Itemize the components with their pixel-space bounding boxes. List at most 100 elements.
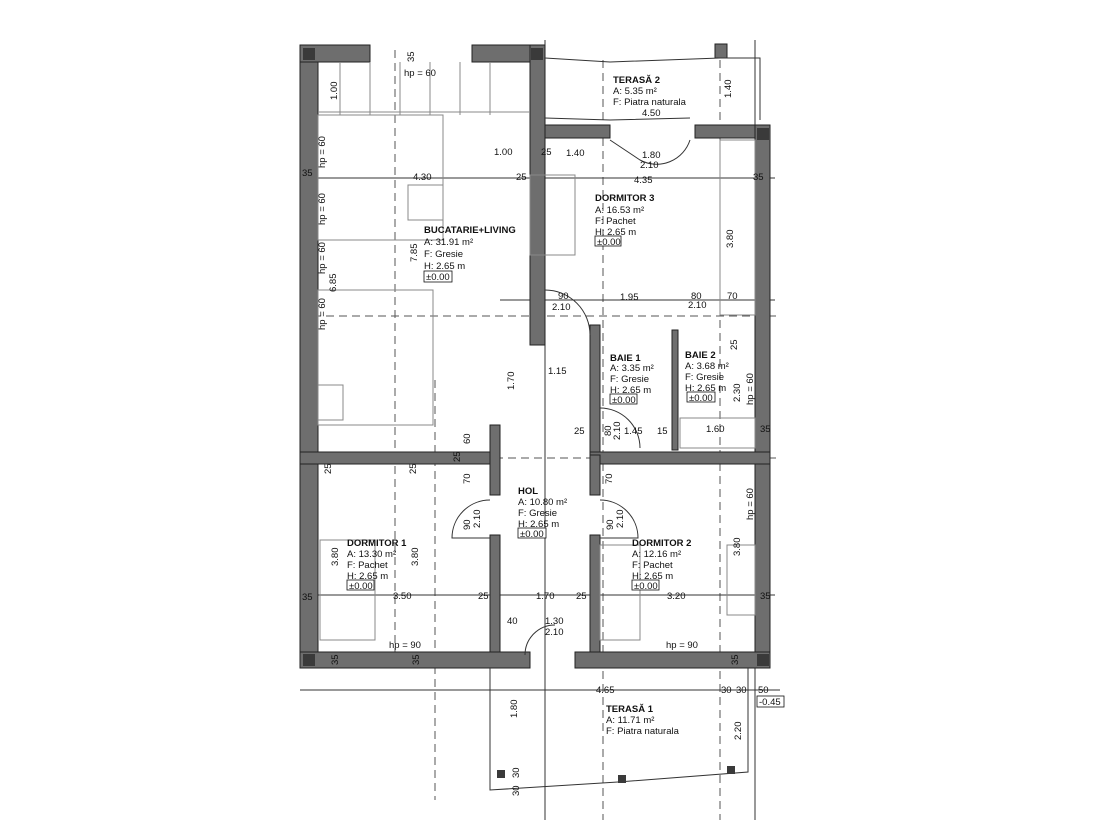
dim-label: 7.85 xyxy=(409,244,420,263)
dim-label: 1.80 xyxy=(509,700,520,719)
dim-label: 60 xyxy=(462,433,473,444)
room-name: BAIE 1 xyxy=(610,353,641,364)
room-level: ±0.00 xyxy=(612,395,636,406)
dim-label: 1.40 xyxy=(723,80,734,99)
room-dormitor-1: DORMITOR 1 A: 13.30 m² F: Pachet H: 2.65… xyxy=(346,538,407,592)
room-level: ±0.00 xyxy=(520,529,544,540)
dim-label: 25 xyxy=(323,463,334,474)
furniture xyxy=(317,62,756,641)
dim-label: 1.15 xyxy=(548,366,567,377)
room-level: ±0.00 xyxy=(689,393,713,404)
dim-label: 1.80 xyxy=(642,150,661,161)
room-height: H: 2.65 m xyxy=(610,385,651,396)
room-level: ±0.00 xyxy=(634,581,658,592)
dim-label: hp = 60 xyxy=(317,242,328,274)
room-height: H: 2.65 m xyxy=(632,571,673,582)
room-level: ±0.00 xyxy=(349,581,373,592)
dim-label: 30 xyxy=(511,785,522,796)
dim-label: 6.85 xyxy=(328,274,339,293)
room-floor: F: Gresie xyxy=(610,374,649,385)
room-area: A: 5.35 m² xyxy=(613,86,657,97)
room-floor: F: Piatra naturala xyxy=(606,726,680,737)
exterior-level: -0.45 xyxy=(759,697,781,708)
dim-label: 3.50 xyxy=(393,591,412,602)
room-name: DORMITOR 3 xyxy=(595,193,654,204)
dim-label: 80 xyxy=(603,425,614,436)
dim-label: 70 xyxy=(462,473,473,484)
dim-label: 1.40 xyxy=(566,148,585,159)
dim-label: 25 xyxy=(516,172,527,183)
dim-label: 2.10 xyxy=(472,510,483,529)
room-floor: F: Gresie xyxy=(518,508,557,519)
dim-label: 30 xyxy=(511,767,522,778)
dim-label: 40 xyxy=(507,616,518,627)
dim-label: 1.95 xyxy=(620,292,639,303)
dim-label: 35 xyxy=(411,654,422,665)
dim-label: 1.00 xyxy=(494,147,513,158)
dim-label: 3.20 xyxy=(667,591,686,602)
dim-label: 3.80 xyxy=(410,548,421,567)
dim-label: 2.10 xyxy=(545,627,564,638)
dim-label: 4.50 xyxy=(642,108,661,119)
dim-label: hp = 60 xyxy=(745,373,756,405)
room-bucatarie-living: BUCATARIE+LIVING A: 31.91 m² F: Gresie H… xyxy=(423,225,516,283)
dimension-labels: 35 hp = 60 1.00 4.50 1.40 1.00 25 1.40 1… xyxy=(302,51,771,796)
dim-label: 1.45 xyxy=(624,426,643,437)
dim-label: 50 xyxy=(758,685,769,696)
dim-label: 1.70 xyxy=(536,591,555,602)
dim-label: 1.60 xyxy=(706,424,725,435)
dim-label: hp = 60 xyxy=(745,488,756,520)
dim-label: 1.30 xyxy=(545,616,564,627)
dim-label: 35 xyxy=(302,168,313,179)
room-name: DORMITOR 2 xyxy=(632,538,691,549)
dim-label: 3.80 xyxy=(330,548,341,567)
room-floor: F: Pachet xyxy=(347,560,388,571)
room-baie-2: BAIE 2 A: 3.68 m² F: Gresie H: 2.65 m ±0… xyxy=(685,350,729,404)
dim-label: 25 xyxy=(576,591,587,602)
dim-label: 35 xyxy=(760,424,771,435)
dim-label: 25 xyxy=(729,339,740,350)
dim-label: hp = 60 xyxy=(317,298,328,330)
room-name: HOL xyxy=(518,486,538,497)
dim-label: 70 xyxy=(727,291,738,302)
dim-label: 2.10 xyxy=(612,422,623,441)
room-name: BAIE 2 xyxy=(685,350,716,361)
room-name: TERASĂ 2 xyxy=(613,75,660,86)
dim-label: 25 xyxy=(408,463,419,474)
dim-label: 4.35 xyxy=(634,175,653,186)
dim-label: 2.10 xyxy=(640,160,659,171)
room-level: ±0.00 xyxy=(597,237,621,248)
room-terasa-2: TERASĂ 2 A: 5.35 m² F: Piatra naturala xyxy=(613,75,687,108)
dim-label: 90 xyxy=(605,519,616,530)
dim-label: 35 xyxy=(760,591,771,602)
room-level: ±0.00 xyxy=(426,272,450,283)
dim-label: 90 xyxy=(558,291,569,302)
dim-label: hp = 90 xyxy=(666,640,698,651)
room-floor: F: Pachet xyxy=(595,216,636,227)
room-floor: F: Piatra naturala xyxy=(613,97,687,108)
room-area: A: 12.16 m² xyxy=(632,549,681,560)
dim-label: 35 xyxy=(753,172,764,183)
dim-label: 15 xyxy=(657,426,668,437)
dim-label: 1.00 xyxy=(329,82,340,101)
dim-label: 30 xyxy=(721,685,732,696)
dim-label: 3.80 xyxy=(725,230,736,249)
dim-label: 25 xyxy=(541,147,552,158)
room-baie-1: BAIE 1 A: 3.35 m² F: Gresie H: 2.65 m ±0… xyxy=(609,353,654,406)
room-dormitor-2: DORMITOR 2 A: 12.16 m² F: Pachet H: 2.65… xyxy=(631,538,691,592)
dim-label: 4.30 xyxy=(413,172,432,183)
room-area: A: 16.53 m² xyxy=(595,205,644,216)
dim-label: 2.20 xyxy=(733,722,744,741)
dim-label: 25 xyxy=(574,426,585,437)
door-swings xyxy=(451,139,691,656)
room-floor: F: Gresie xyxy=(424,249,463,260)
room-height: H: 2.65 m xyxy=(595,227,636,238)
dim-label: hp = 60 xyxy=(404,68,436,79)
dim-label: 35 xyxy=(330,654,341,665)
dim-label: hp = 60 xyxy=(317,136,328,168)
dim-label: 3.80 xyxy=(732,538,743,557)
room-area: A: 31.91 m² xyxy=(424,237,473,248)
room-area: A: 10.80 m² xyxy=(518,497,567,508)
dim-label: 35 xyxy=(406,51,417,62)
